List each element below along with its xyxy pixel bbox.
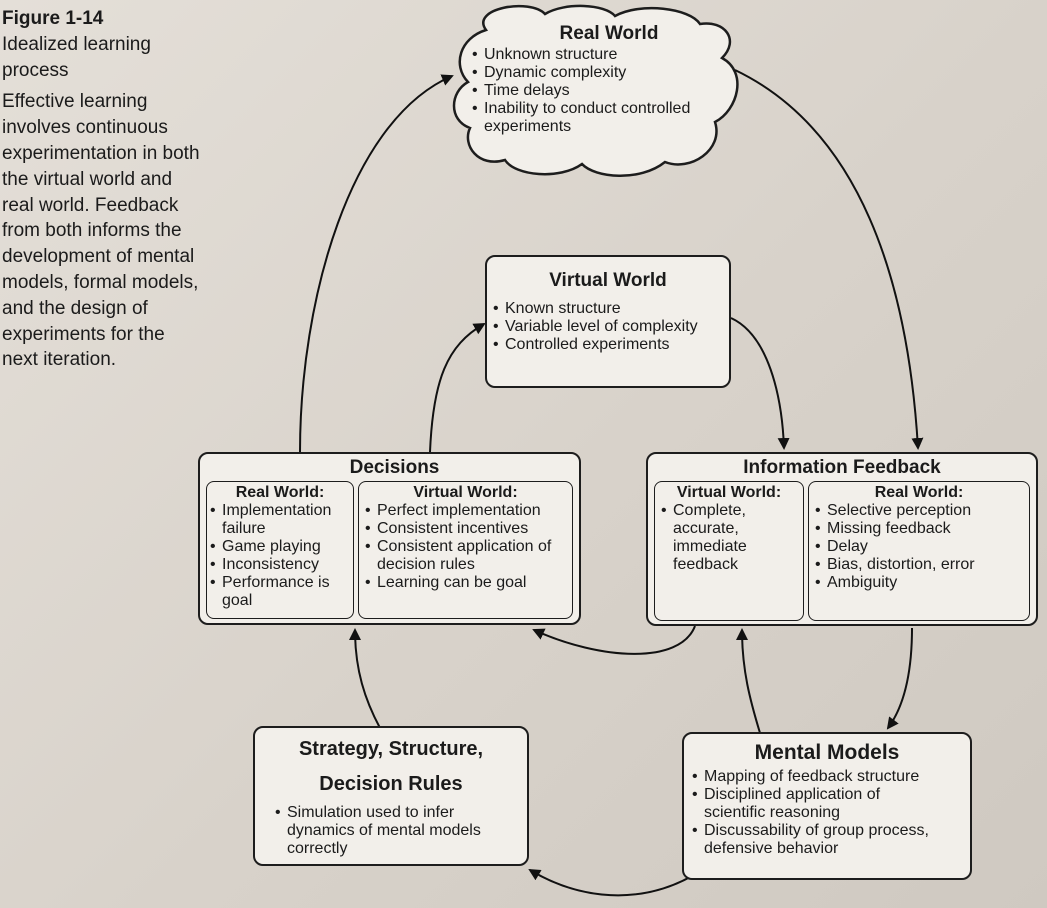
list-item: Mapping of feedback structure [692,768,970,786]
list-item: Game playing [210,538,350,556]
list-item: Discussability of group process, defensi… [692,822,964,858]
figure-description: Effective learning involves continuous e… [2,91,200,371]
arrow-feedback-to-decisions [532,625,696,655]
list-item: Known structure [493,300,729,318]
list-item: Consistent incentives [365,520,566,538]
panel-title: Real World: [235,484,325,501]
figure-title: Idealized learning process [2,33,151,81]
list-item: Inability to conduct controlled experime… [472,100,734,136]
list-item: Disciplined application of scientific re… [692,786,934,822]
list-item: Selective perception [815,502,1023,520]
list-item: Dynamic complexity [472,64,742,82]
arrow-mental-models-to-strategy [528,868,693,897]
list-item: Inconsistency [210,556,350,574]
list-item: Ambiguity [815,574,1023,592]
decisions-node: Decisions Real World: Implementation fai… [198,452,581,625]
decisions-real-world-panel: Real World: Implementation failure Game … [206,481,354,619]
feedback-virtual-world-panel: Virtual World: Complete, accurate, immed… [654,481,804,621]
figure-label: Figure 1-14 [2,8,104,29]
virtual-world-node: Virtual World Known structure Variable l… [485,255,731,388]
real-world-list: Unknown structure Dynamic complexity Tim… [472,46,742,136]
strategy-title-line-1: Strategy, Structure, [298,738,484,760]
decisions-virtual-world-panel: Virtual World: Perfect implementation Co… [358,481,573,619]
feedback-virtual-list: Complete, accurate, immediate feedback [661,502,797,574]
list-item: Variable level of complexity [493,318,729,336]
strategy-node: Strategy, Structure, Decision Rules Simu… [253,726,529,866]
information-feedback-node: Information Feedback Virtual World: Comp… [646,452,1038,626]
arrow-decisions-to-real-world [299,74,454,453]
list-item: Implementation failure [210,502,350,538]
list-item: Simulation used to infer dynamics of men… [275,804,482,858]
panel-title: Virtual World: [413,484,518,501]
list-item: Consistent application of decision rules [365,538,566,574]
list-item: Bias, distortion, error [815,556,1023,574]
mental-models-node: Mental Models Mapping of feedback struct… [682,732,972,880]
feedback-real-world-panel: Real World: Selective perception Missing… [808,481,1030,621]
decisions-title: Decisions [349,457,440,478]
arrow-feedback-to-mental-models [886,627,913,730]
figure-caption: Figure 1-14 Idealized learning process E… [2,6,202,373]
list-item: Unknown structure [472,46,742,64]
information-feedback-title: Information Feedback [743,457,941,478]
decisions-real-list: Implementation failure Game playing Inco… [210,502,350,610]
list-item: Time delays [472,82,742,100]
decisions-virtual-list: Perfect implementation Consistent incent… [365,502,566,592]
list-item: Perfect implementation [365,502,566,520]
list-item: Learning can be goal [365,574,566,592]
panel-title: Real World: [874,484,964,501]
arrow-mental-models-to-feedback [736,628,761,734]
strategy-title-line-2: Decision Rules [319,773,463,795]
list-item: Performance is goal [210,574,350,610]
real-world-title: Real World [559,23,659,44]
mental-models-title: Mental Models [754,741,900,764]
arrow-real-world-to-feedback [734,69,924,450]
list-item: Delay [815,538,1023,556]
panel-title: Virtual World: [676,484,782,501]
mental-models-list: Mapping of feedback structure Discipline… [692,768,970,858]
arrow-virtual-world-to-feedback [730,317,790,450]
arrow-strategy-to-decisions [349,628,381,729]
list-item: Controlled experiments [493,336,729,354]
feedback-real-list: Selective perception Missing feedback De… [815,502,1023,592]
strategy-list: Simulation used to infer dynamics of men… [275,804,517,858]
virtual-world-title: Virtual World [549,270,667,291]
arrow-decisions-to-virtual-world [429,323,486,453]
list-item: Missing feedback [815,520,1023,538]
virtual-world-list: Known structure Variable level of comple… [493,300,729,354]
real-world-node: Real World Unknown structure Dynamic com… [472,23,742,136]
list-item: Complete, accurate, immediate feedback [661,502,768,574]
